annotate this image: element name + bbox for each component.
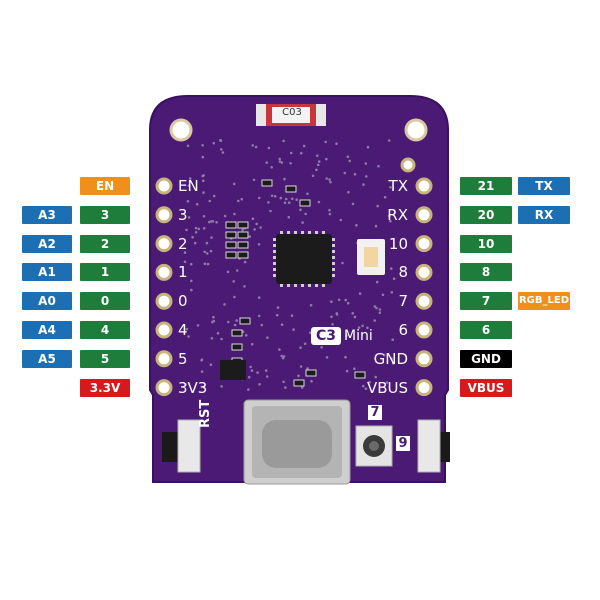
pin-tag-rgb_led: RGB_LED	[518, 292, 570, 311]
model-logo: C3	[315, 328, 336, 344]
rst-label: RST	[198, 399, 213, 428]
pin-tag-gpio: 4	[80, 321, 130, 339]
pin-label-left: 4	[178, 321, 188, 339]
pin-label-left: 1	[178, 263, 188, 282]
pin-tag-gnd: GND	[460, 349, 512, 368]
header-pad-right	[415, 177, 433, 195]
pin-tag-gpio: 2	[80, 234, 130, 253]
pin-label-right: 10	[388, 234, 408, 253]
pin-tag-analog: A5	[22, 349, 72, 368]
header-pad-left	[155, 263, 173, 281]
pcb-outline	[149, 95, 449, 483]
esp32c3-chip	[276, 234, 332, 284]
model-logo-text: Mini	[344, 328, 373, 344]
pin-label-left: 2	[178, 234, 188, 253]
header-pad-left	[155, 321, 173, 339]
pin-label-right: GND	[373, 349, 408, 368]
header-pad-left	[155, 379, 173, 397]
pin-tag-gpio: 0	[80, 292, 130, 311]
header-pad-right	[415, 206, 433, 224]
header-pad-left	[155, 292, 173, 310]
pin-label-right: VBUS	[366, 378, 408, 397]
pin-tag-gpio: 1	[80, 263, 130, 282]
pin-label-right: 7	[398, 292, 408, 311]
header-pad-right	[415, 350, 433, 368]
pin-tag-gpio: 10	[460, 234, 512, 253]
pin-tag-analog: A1	[22, 263, 72, 282]
pin-tag-power: 3.3V	[80, 378, 130, 397]
pin-tag-en: EN	[80, 177, 130, 195]
io7-label: 7	[368, 405, 382, 420]
pin-tag-analog: A2	[22, 234, 72, 253]
pin-label-right: RX	[387, 205, 408, 224]
pin-label-right: TX	[388, 177, 408, 195]
via-field	[183, 138, 396, 391]
pin-label-right: 8	[398, 263, 408, 282]
pin-tag-gpio: 8	[460, 263, 512, 282]
mounting-hole-left	[169, 118, 193, 142]
mounting-hole-right	[404, 118, 428, 142]
header-pad-left	[155, 350, 173, 368]
pin-label-left: 3V3	[178, 378, 208, 397]
io9-label: 9	[396, 436, 410, 451]
header-pad-right	[415, 379, 433, 397]
pin-tag-gpio: 6	[460, 321, 512, 339]
header-pad-right	[415, 321, 433, 339]
header-pad-left	[155, 177, 173, 195]
pin-tag-analog: A4	[22, 321, 72, 339]
pin-tag-gpio: 21	[460, 177, 512, 195]
pin-tag-power: VBUS	[460, 378, 512, 397]
pin-tag-analog: A3	[22, 205, 72, 224]
pin-tag-gpio: 5	[80, 349, 130, 368]
header-pad-left	[155, 235, 173, 253]
component-code: C03	[282, 107, 302, 118]
pin-label-left: 3	[178, 205, 188, 224]
pin-label-left: 0	[178, 292, 188, 311]
header-pad-right	[415, 235, 433, 253]
pin-tag-uart: RX	[518, 205, 570, 224]
pin-label-left: EN	[178, 177, 199, 195]
pin-tag-gpio: 7	[460, 292, 512, 311]
pin-tag-analog: A0	[22, 292, 72, 311]
header-pad-left	[155, 206, 173, 224]
pin-label-left: 5	[178, 349, 188, 368]
header-pad-right	[415, 263, 433, 281]
pin-label-right: 6	[398, 321, 408, 339]
pin-tag-uart: TX	[518, 177, 570, 195]
pin-tag-gpio: 20	[460, 205, 512, 224]
pin-tag-gpio: 3	[80, 205, 130, 224]
header-pad-right	[415, 292, 433, 310]
